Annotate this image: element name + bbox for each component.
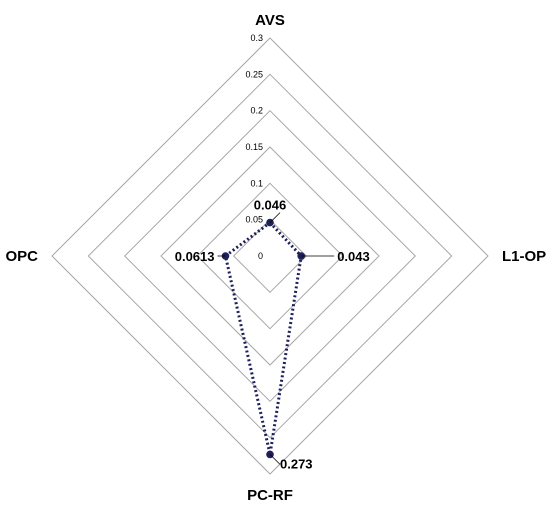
tick-label-0-25: 0.25: [245, 69, 263, 79]
tick-label-0-3: 0.3: [250, 33, 263, 43]
radar-grid: [51, 37, 489, 475]
radar-series: [221, 218, 306, 459]
data-label-pc-rf: 0.273: [280, 456, 313, 471]
series-line: [223, 220, 303, 455]
grid-ring-0-15: [160, 146, 380, 366]
grid-ring-0-05: [232, 218, 308, 294]
grid-ring-0-25: [87, 73, 453, 439]
data-label-avs: 0.046: [254, 198, 287, 213]
leader-line-avs: [269, 212, 281, 223]
axis-name-l1-op: L1-OP: [502, 248, 546, 265]
grid-ring-0-1: [196, 182, 344, 330]
data-label-opc: 0.0613: [175, 249, 215, 264]
grid-ring-0-3: [51, 37, 489, 475]
tick-label-0-15: 0.15: [245, 142, 263, 152]
data-label-l1-op: 0.043: [337, 249, 370, 264]
tick-label-0: 0: [258, 251, 263, 261]
axis-name-opc: OPC: [5, 248, 38, 265]
grid-ring-0-2: [123, 109, 417, 403]
radar-data-labels: 0.046 0.043 0.273 0.0613: [175, 198, 370, 472]
tick-label-0-1: 0.1: [250, 178, 263, 188]
leader-line-pc-rf: [269, 454, 281, 465]
radar-tick-labels: 0 0.05 0.1 0.15 0.2 0.25 0.3: [245, 33, 263, 261]
axis-name-pc-rf: PC-RF: [247, 487, 293, 504]
tick-label-0-05: 0.05: [245, 215, 263, 225]
axis-name-avs: AVS: [255, 12, 285, 29]
radar-axis-names: AVS L1-OP PC-RF OPC: [5, 12, 546, 504]
tick-label-0-2: 0.2: [250, 106, 263, 116]
